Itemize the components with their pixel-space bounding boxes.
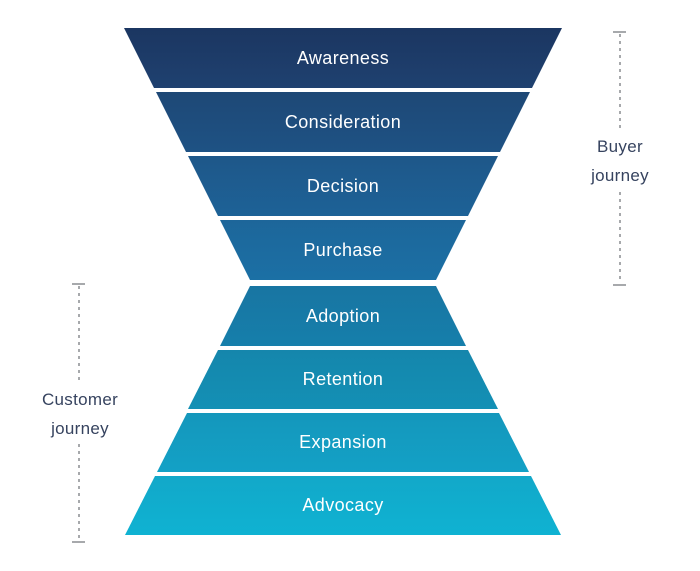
- funnel-stage-decision: Decision: [188, 156, 498, 216]
- stage-label: Awareness: [296, 47, 390, 68]
- customer-journey-label-line1: Customer: [41, 390, 119, 409]
- buyer-journey-bracket-cap-top: [613, 31, 626, 33]
- stage-label: Purchase: [303, 239, 383, 260]
- customer-journey-bracket-cap-bottom: [72, 541, 85, 543]
- stage-label: Expansion: [299, 432, 387, 452]
- funnel-stage-advocacy: Advocacy: [125, 476, 561, 535]
- funnel-stage-consideration: Consideration: [156, 92, 530, 152]
- buyer-journey-dashed-line-lower: [619, 192, 621, 282]
- funnel-stage-purchase: Purchase: [220, 220, 466, 280]
- customer-journey-dashed-line-upper: [78, 286, 80, 380]
- stage-label: Consideration: [284, 111, 402, 132]
- buyer-journey-label-line2: journey: [591, 166, 649, 185]
- customer-journey-bracket-cap-top: [72, 283, 85, 285]
- customer-journey-dashed-line-lower: [78, 444, 80, 539]
- stage-label: Retention: [302, 369, 384, 389]
- funnel-stage-retention: Retention: [188, 350, 498, 409]
- buyer-journey-label: Buyer journey: [550, 132, 690, 190]
- customer-journey-label-line2: journey: [51, 419, 109, 438]
- buyer-journey-dashed-line-upper: [619, 34, 621, 130]
- funnel-stage-expansion: Expansion: [157, 413, 529, 472]
- stage-label: Adoption: [305, 305, 381, 326]
- customer-journey-label: Customer journey: [10, 385, 150, 443]
- stage-label: Advocacy: [302, 495, 384, 515]
- funnel-stage-awareness: Awareness: [124, 28, 562, 88]
- buyer-journey-label-line1: Buyer: [597, 137, 643, 156]
- funnel-stage-adoption: Adoption: [220, 286, 466, 346]
- stage-label: Decision: [306, 175, 380, 196]
- buyer-journey-bracket-cap-bottom: [613, 284, 626, 286]
